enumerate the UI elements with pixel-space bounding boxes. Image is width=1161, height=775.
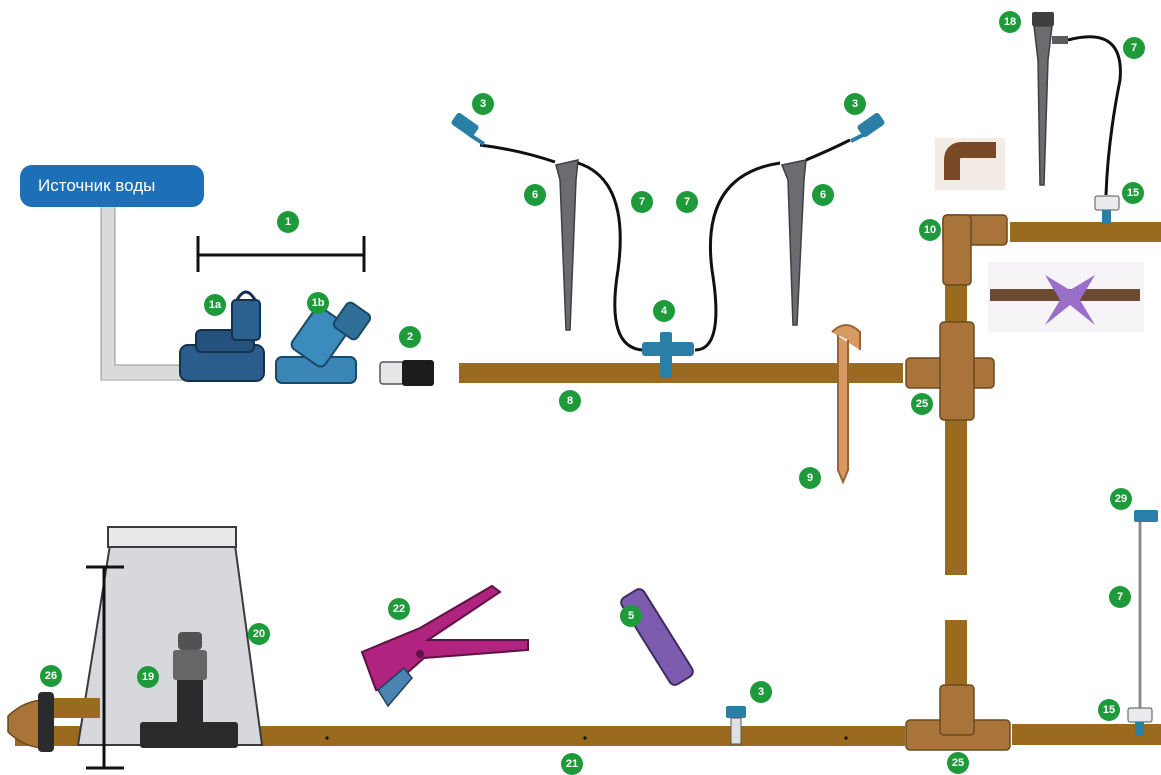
source-supply-pipe xyxy=(101,205,185,379)
pipe-adapter xyxy=(379,360,434,386)
lateral-bottom xyxy=(1012,724,1161,745)
solenoid-valve xyxy=(179,290,265,382)
elbow-fitting xyxy=(942,214,1008,286)
end-closure xyxy=(7,692,100,752)
dripper-right xyxy=(850,112,885,143)
riser-elbow xyxy=(1134,510,1158,522)
callout-badge: 3 xyxy=(844,93,866,115)
tee-fitting-bottom xyxy=(905,684,1011,751)
water-source-box: Источник воды xyxy=(20,165,204,207)
callout-badge: 19 xyxy=(137,666,159,688)
callout-badge: 10 xyxy=(919,219,941,241)
depth-marker xyxy=(86,565,124,770)
lateral-top xyxy=(1010,222,1161,242)
tubing-stake xyxy=(831,324,861,485)
callout-badge: 1a xyxy=(204,294,226,316)
bracket-1 xyxy=(196,236,366,272)
dripper-bottom xyxy=(726,706,746,745)
callout-badge: 7 xyxy=(1109,586,1131,608)
callout-badge: 26 xyxy=(40,665,62,687)
main-line-pipe xyxy=(459,363,903,383)
microtube-top xyxy=(1067,35,1122,196)
elbow-photo xyxy=(935,138,1005,190)
callout-badge: 1b xyxy=(307,292,329,314)
callout-badge: 7 xyxy=(631,191,653,213)
fitting-photo xyxy=(988,262,1144,332)
microtube-left-a xyxy=(479,143,556,164)
microtube-right-a xyxy=(805,138,851,162)
transfer-barb-bottom xyxy=(1127,707,1153,736)
callout-badge: 15 xyxy=(1098,699,1120,721)
callout-badge: 25 xyxy=(947,752,969,774)
transfer-barb-top xyxy=(1094,195,1120,224)
tee-fitting-mid xyxy=(905,321,995,421)
dripper-left xyxy=(451,112,486,146)
adjustable-stake xyxy=(1032,12,1068,186)
callout-badge: 7 xyxy=(676,191,698,213)
pipe-cutter xyxy=(360,584,529,708)
callout-badge: 9 xyxy=(799,467,821,489)
callout-badge: 1 xyxy=(277,211,299,233)
stake-left xyxy=(555,159,579,331)
hole-punch xyxy=(620,588,696,686)
callout-badge: 5 xyxy=(620,605,642,627)
callout-badge: 21 xyxy=(561,753,583,775)
callout-badge: 7 xyxy=(1123,37,1145,59)
callout-badge: 15 xyxy=(1122,182,1144,204)
microtube-right-b xyxy=(694,161,781,352)
barbed-tee xyxy=(642,332,694,378)
callout-badge: 6 xyxy=(524,184,546,206)
callout-badge: 2 xyxy=(399,326,421,348)
callout-badge: 29 xyxy=(1110,488,1132,510)
y-filter xyxy=(275,301,372,384)
valve-box xyxy=(76,526,264,746)
manual-valve xyxy=(140,632,238,748)
stake-right xyxy=(780,159,807,326)
callout-badge: 8 xyxy=(559,390,581,412)
microtube-left-b xyxy=(577,161,646,352)
callout-badge: 3 xyxy=(472,93,494,115)
callout-badge: 18 xyxy=(999,11,1021,33)
callout-badge: 25 xyxy=(911,393,933,415)
callout-badge: 3 xyxy=(750,681,772,703)
callout-badge: 22 xyxy=(388,598,410,620)
callout-badge: 4 xyxy=(653,300,675,322)
callout-badge: 20 xyxy=(248,623,270,645)
callout-badge: 6 xyxy=(812,184,834,206)
